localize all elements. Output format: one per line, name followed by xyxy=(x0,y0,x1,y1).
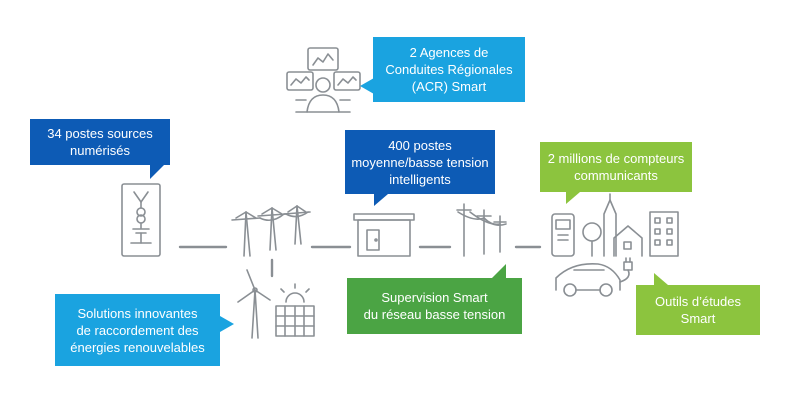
wind-solar-icon xyxy=(237,269,315,339)
network-line xyxy=(178,245,542,278)
callout-postes-mbt-line-1: 400 postes xyxy=(388,137,452,153)
callout-postes-sources-tail xyxy=(150,165,164,179)
callout-supervision: Supervision Smart du réseau basse tensio… xyxy=(347,278,522,334)
callout-postes-mbt: 400 postes moyenne/basse tension intelli… xyxy=(345,130,495,194)
callout-supervision-tail xyxy=(492,264,506,278)
callout-postes-mbt-line-3: intelligents xyxy=(389,171,451,187)
callout-outils-line-2: Smart xyxy=(680,311,716,326)
transformer-building-icon xyxy=(353,213,415,257)
callout-compteurs-tail xyxy=(566,192,580,204)
callout-renouvelables-line-2: de raccordement des xyxy=(76,322,199,338)
callout-postes-sources-line-2: numérisés xyxy=(70,143,130,158)
callout-acr: 2 Agences de Conduites Régionales (ACR) … xyxy=(373,37,525,102)
callout-outils-line-1: Outils d’études xyxy=(655,294,741,309)
callout-acr-line-1: 2 Agences de xyxy=(409,45,489,60)
low-voltage-poles-icon xyxy=(456,203,507,257)
callout-renouvelables: Solutions innovantes de raccordement des… xyxy=(55,294,220,366)
callout-compteurs: 2 millions de compteurs communicants xyxy=(540,142,692,192)
callout-postes-mbt-tail xyxy=(374,194,388,206)
village-icon xyxy=(582,193,679,257)
smart-meter-icon xyxy=(551,213,575,257)
substation-icon xyxy=(121,183,161,257)
callout-compteurs-line-1: 2 millions de compteurs xyxy=(547,151,685,166)
callout-acr-line-2: Conduites Régionales xyxy=(385,62,513,77)
callout-postes-mbt-line-2: moyenne/basse tension xyxy=(351,154,489,170)
callout-supervision-line-1: Supervision Smart xyxy=(381,290,488,305)
callout-supervision-line-2: du réseau basse tension xyxy=(363,307,506,322)
callout-renouvelables-line-1: Solutions innovantes xyxy=(77,305,198,321)
callout-acr-line-3: (ACR) Smart xyxy=(411,79,487,94)
electric-car-icon xyxy=(555,257,633,297)
pylons-icon xyxy=(231,205,311,257)
callout-outils: Outils d’études Smart xyxy=(636,285,760,335)
callout-renouvelables-tail xyxy=(220,316,234,332)
callout-renouvelables-line-3: énergies renouvelables xyxy=(70,339,205,355)
callout-outils-tail xyxy=(654,273,668,285)
control-operator-icon xyxy=(286,47,361,113)
callout-acr-tail xyxy=(360,78,374,94)
callout-postes-sources-line-1: 34 postes sources xyxy=(47,126,153,141)
callout-compteurs-line-2: communicants xyxy=(574,168,658,183)
callout-postes-sources: 34 postes sources numérisés xyxy=(30,119,170,165)
